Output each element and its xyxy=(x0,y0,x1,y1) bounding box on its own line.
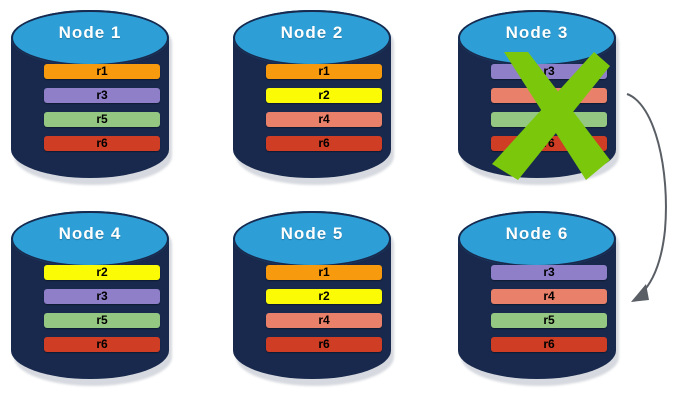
record-list-2: r1 r2 r4 r6 xyxy=(266,64,382,151)
record-bar[interactable]: r2 xyxy=(266,88,382,103)
record-list-1: r1 r3 r5 r6 xyxy=(44,64,160,151)
record-bar[interactable]: r6 xyxy=(44,136,160,151)
record-bar[interactable]: r3 xyxy=(491,64,607,79)
node-cylinder-6[interactable]: Node 6 r3 r4 r5 r6 xyxy=(458,211,619,386)
record-bar[interactable]: r3 xyxy=(44,289,160,304)
record-bar[interactable]: r1 xyxy=(44,64,160,79)
record-list-4: r2 r3 r5 r6 xyxy=(44,265,160,352)
node-cylinder-2[interactable]: Node 2 r1 r2 r4 r6 xyxy=(233,10,394,185)
record-list-6: r3 r4 r5 r6 xyxy=(491,265,607,352)
record-bar[interactable]: r5 xyxy=(491,112,607,127)
record-bar[interactable]: r1 xyxy=(266,64,382,79)
node-cylinder-4[interactable]: Node 4 r2 r3 r5 r6 xyxy=(11,211,172,386)
record-bar[interactable]: r6 xyxy=(266,337,382,352)
record-bar[interactable]: r6 xyxy=(44,337,160,352)
record-bar[interactable]: r2 xyxy=(44,265,160,280)
record-bar[interactable]: r3 xyxy=(491,265,607,280)
record-bar[interactable]: r6 xyxy=(266,136,382,151)
node-title-5: Node 5 xyxy=(280,224,344,243)
node-title-3: Node 3 xyxy=(505,23,569,42)
node-title-4: Node 4 xyxy=(58,224,122,243)
record-bar[interactable]: r4 xyxy=(491,289,607,304)
node-cylinder-5[interactable]: Node 5 r1 r2 r4 r6 xyxy=(233,211,394,386)
record-bar[interactable]: r2 xyxy=(266,289,382,304)
record-bar[interactable]: r1 xyxy=(266,265,382,280)
record-bar[interactable]: r4 xyxy=(266,313,382,328)
record-bar[interactable]: r5 xyxy=(491,313,607,328)
cylinder-top-ellipse xyxy=(233,211,391,267)
record-bar[interactable]: r6 xyxy=(491,337,607,352)
record-bar[interactable]: r5 xyxy=(44,112,160,127)
node-cylinder-1[interactable]: Node 1 r1 r3 r5 r6 xyxy=(11,10,172,185)
record-bar[interactable]: r3 xyxy=(44,88,160,103)
record-list-5: r1 r2 r4 r6 xyxy=(266,265,382,352)
node-title-2: Node 2 xyxy=(280,23,344,42)
record-bar[interactable]: r5 xyxy=(44,313,160,328)
record-bar[interactable]: r4 xyxy=(491,88,607,103)
node-title-6: Node 6 xyxy=(505,224,569,243)
record-bar[interactable]: r4 xyxy=(266,112,382,127)
node-cylinder-3[interactable]: Node 3 r3 r4 r5 r6 xyxy=(458,10,619,185)
record-list-3: r3 r4 r5 r6 xyxy=(491,64,607,151)
cylinder-top-ellipse xyxy=(458,211,616,267)
node-title-1: Node 1 xyxy=(58,23,122,42)
record-bar[interactable]: r6 xyxy=(491,136,607,151)
